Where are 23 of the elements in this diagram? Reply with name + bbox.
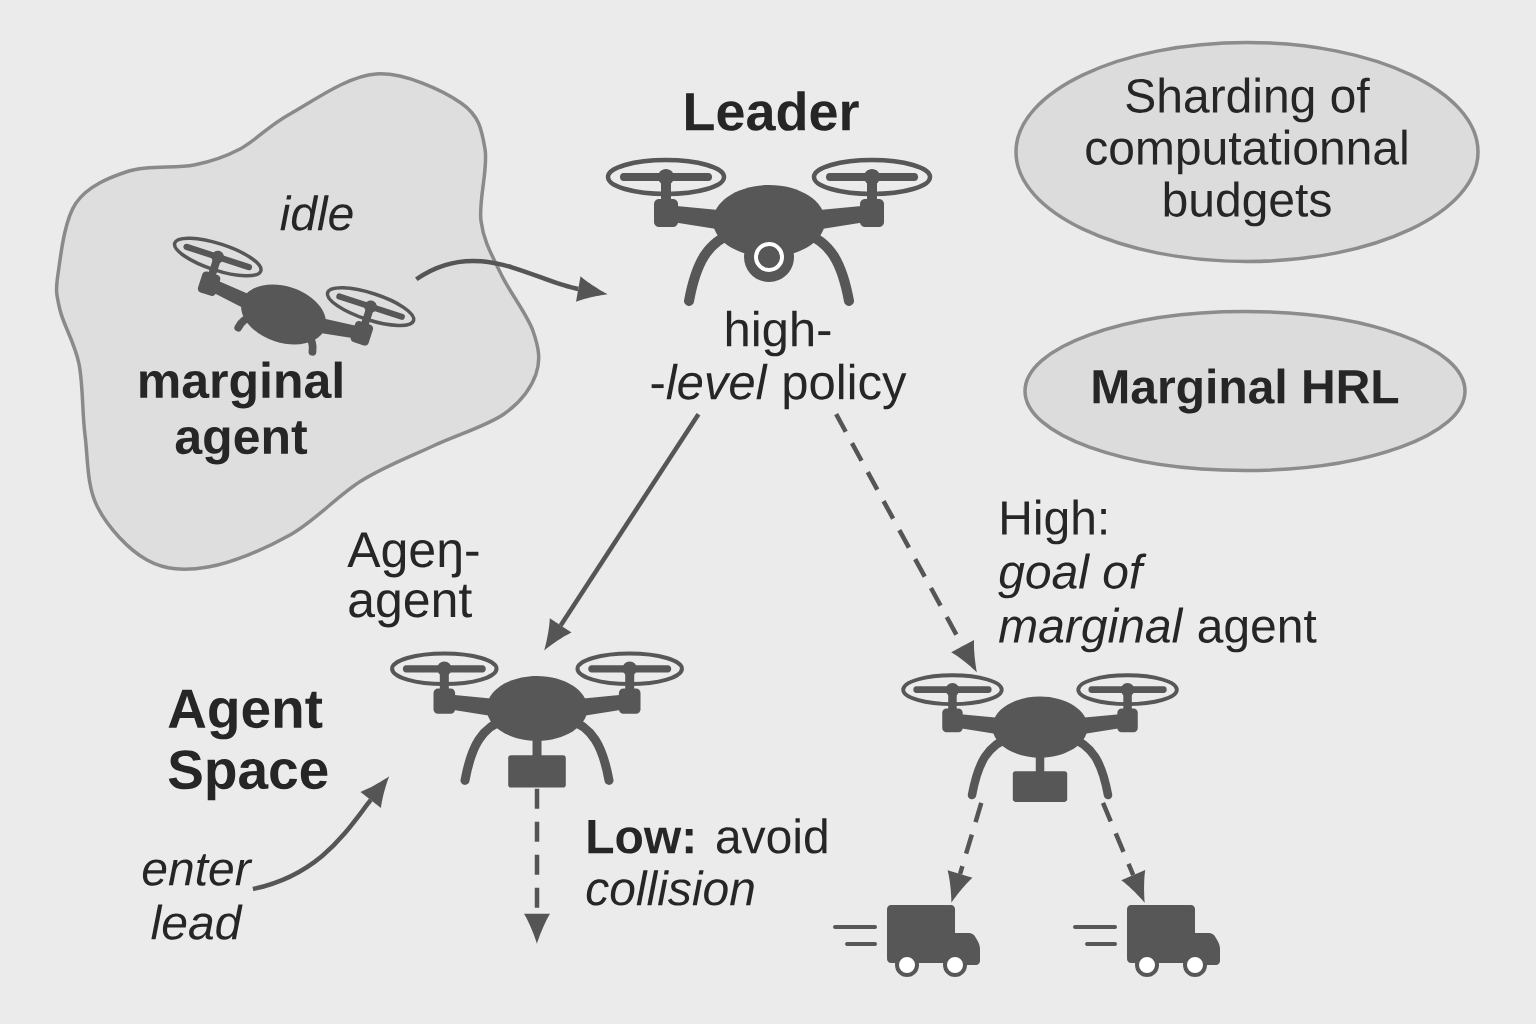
node-label: high- -level policy bbox=[651, 310, 907, 410]
arrow bbox=[252, 776, 390, 892]
dashed-arrow bbox=[834, 413, 977, 673]
node-label: marginal agent bbox=[140, 361, 342, 465]
node-label: Ageŋ- agent bbox=[347, 532, 479, 628]
truck-icon bbox=[1073, 905, 1220, 977]
ellipse-node: Marginal HRL bbox=[1023, 309, 1467, 473]
dashed-arrow bbox=[1100, 802, 1146, 903]
drone-icon bbox=[390, 651, 684, 788]
edge-label: High: goal of marginal agent bbox=[996, 497, 1319, 655]
text-label: enter lead bbox=[142, 854, 253, 940]
drone-icon bbox=[172, 236, 416, 356]
node-label: idle bbox=[280, 195, 353, 231]
arrow bbox=[415, 258, 608, 302]
heading: Agent Space bbox=[168, 689, 328, 801]
truck-icon bbox=[833, 905, 980, 977]
arrow bbox=[544, 412, 701, 651]
edge-label: Low: avoid collision bbox=[583, 816, 832, 908]
drone-icon bbox=[901, 673, 1179, 802]
dashed-arrow bbox=[947, 802, 984, 903]
dashed-arrow bbox=[524, 788, 550, 944]
node-label: Leader bbox=[686, 91, 859, 131]
ellipse-node: Sharding of computationnal budgets bbox=[1014, 40, 1480, 264]
